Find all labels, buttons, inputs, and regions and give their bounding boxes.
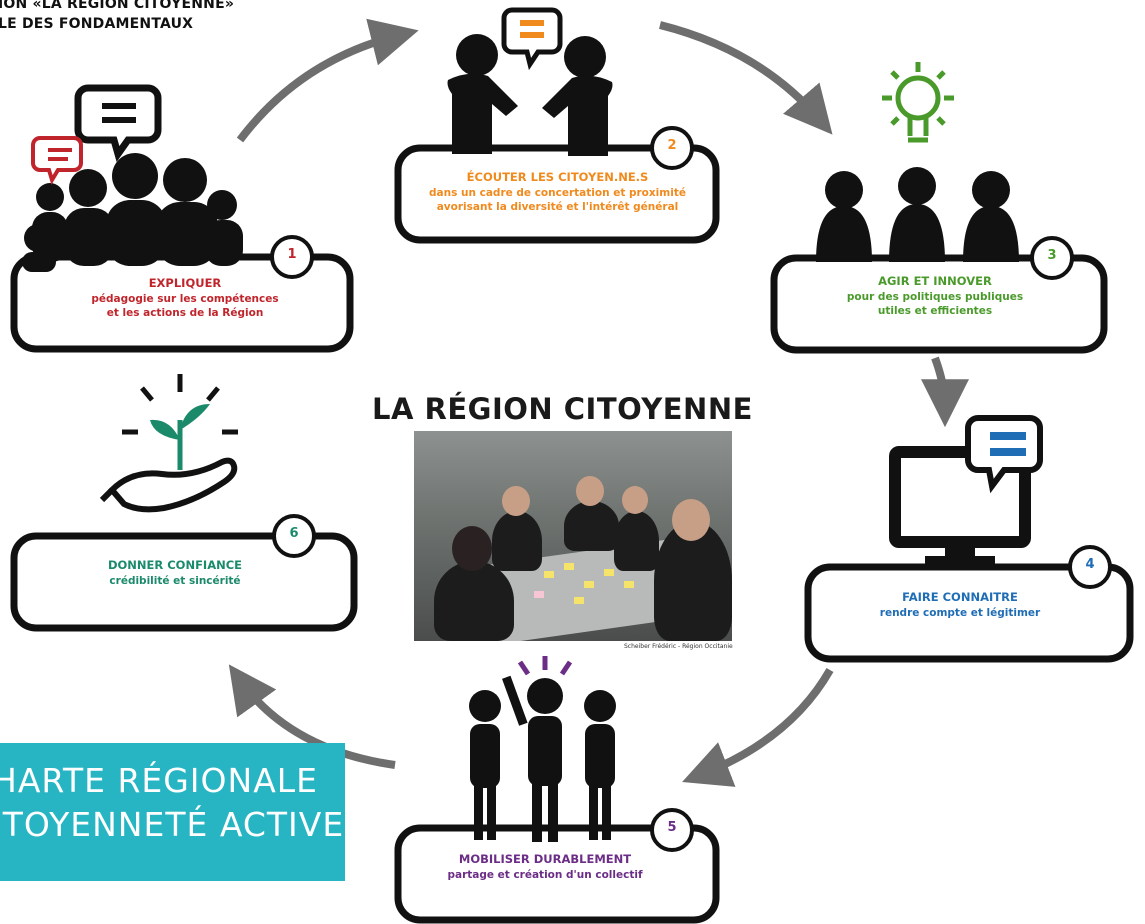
step-5-badge: [650, 808, 694, 852]
step-6-text: DONNER CONFIANCE crédibilité et sincérit…: [70, 558, 280, 588]
step-2-text: ÉCOUTER LES CITOYEN.NE.S dans un cadre d…: [405, 170, 710, 214]
handshake-people-icon: [447, 34, 613, 156]
step-5-number: 5: [667, 820, 677, 835]
step-6-box: [10, 532, 358, 632]
speech-bubble-black-icon: [74, 84, 162, 162]
photo-credit: Scheiber Frédéric - Région Occitanie: [624, 643, 733, 650]
step-3-badge: [1030, 236, 1074, 280]
speech-bubble-orange-icon: [501, 7, 563, 71]
computer-icon: [889, 446, 1031, 566]
arrow-3-to-4: [920, 356, 969, 428]
sticky-note: [604, 569, 614, 576]
photo-person: [492, 511, 542, 571]
step-2-number: 2: [667, 138, 677, 153]
step-3-text: AGIR ET INNOVER pour des politiques publ…: [820, 274, 1050, 318]
photo-head: [502, 486, 530, 516]
banner-line-2: CITOYENNETÉ ACTIVE: [0, 805, 345, 844]
charter-banner: CHARTE RÉGIONALE CITOYENNETÉ ACTIVE: [0, 743, 345, 881]
arrow-2-to-3: [659, 21, 833, 135]
step-1-badge: [270, 235, 314, 279]
step-1-text: EXPLIQUER pédagogie sur les compétences …: [80, 276, 290, 320]
step-2-line2: avorisant la diversité et l'intérêt géné…: [436, 200, 679, 213]
photo-person: [614, 511, 659, 571]
step-4-box: [804, 563, 1134, 663]
step-3-line1: pour des politiques publiques: [846, 290, 1024, 303]
step-1-line2: et les actions de la Région: [106, 306, 264, 319]
step-6-title: DONNER CONFIANCE: [107, 558, 243, 572]
sticky-note: [574, 597, 584, 604]
raised-hand-people-icon: [469, 675, 616, 842]
sparkle-lines-icon: [122, 374, 238, 435]
arrow-1-to-2: [236, 18, 419, 143]
photo-person: [434, 561, 514, 641]
step-1-title: EXPLIQUER: [148, 276, 222, 290]
photo-head: [622, 486, 648, 514]
photo-head: [576, 476, 604, 506]
sticky-note: [584, 581, 594, 588]
step-4-title: FAIRE CONNAITRE: [902, 590, 1018, 604]
step-2-line1: dans un cadre de concertation et proximi…: [429, 186, 686, 199]
photo-head: [672, 499, 710, 541]
step-3-title: AGIR ET INNOVER: [878, 274, 992, 288]
photo-person: [564, 501, 619, 551]
header-line-1: ION «LA RÉGION CITOYENNE»: [0, 0, 235, 12]
step-4-group: [804, 415, 1134, 663]
step-4-text: FAIRE CONNAITRE rendre compte et légitim…: [845, 590, 1075, 620]
step-2-badge: [650, 126, 694, 170]
sticky-note: [544, 571, 554, 578]
step-5-group: [394, 656, 720, 924]
sticky-note: [564, 563, 574, 570]
step-5-text: MOBILISER DURABLEMENT partage et créatio…: [430, 852, 660, 882]
arrow-5-to-6: [228, 664, 396, 769]
center-title: LA RÉGION CITOYENNE: [372, 392, 753, 426]
step-4-line1: rendre compte et légitimer: [879, 606, 1041, 619]
photo-head: [452, 526, 492, 571]
speech-bubble-red-icon: [31, 136, 83, 185]
banner-line-1: CHARTE RÉGIONALE: [0, 761, 319, 800]
crowd-icon: [22, 153, 243, 272]
sticky-note: [624, 581, 634, 588]
step-5-title: MOBILISER DURABLEMENT: [458, 852, 632, 866]
header-line-2: LE DES FONDAMENTAUX: [0, 16, 194, 32]
step-2-title: ÉCOUTER LES CITOYEN.NE.S: [466, 170, 649, 184]
step-1-group: [10, 84, 354, 353]
step-4-number: 4: [1085, 557, 1095, 572]
step-1-number: 1: [287, 247, 297, 262]
step-1-line1: pédagogie sur les compétences: [91, 292, 279, 305]
step-6-number: 6: [289, 526, 299, 541]
photo-person: [654, 521, 732, 641]
speech-bubble-blue-icon: [965, 415, 1043, 494]
step-2-box: [394, 144, 720, 244]
sticky-note: [534, 591, 544, 598]
step-6-badge: [272, 514, 316, 558]
lightbulb-icon: [882, 62, 954, 143]
step-3-group: [770, 62, 1108, 354]
excitement-lines-icon: [517, 656, 573, 676]
three-people-icon: [816, 167, 1019, 262]
step-3-number: 3: [1047, 248, 1057, 263]
step-3-line2: utiles et efficientes: [877, 304, 993, 317]
step-6-line1: crédibilité et sincérité: [109, 574, 241, 587]
meeting-photo: [414, 431, 732, 641]
arrow-4-to-5: [682, 668, 834, 787]
step-4-badge: [1068, 545, 1112, 589]
hand-plant-icon: [99, 404, 238, 513]
step-2-group: [394, 7, 720, 244]
step-6-group: [10, 374, 358, 632]
step-5-line1: partage et création d'un collectif: [447, 868, 643, 881]
